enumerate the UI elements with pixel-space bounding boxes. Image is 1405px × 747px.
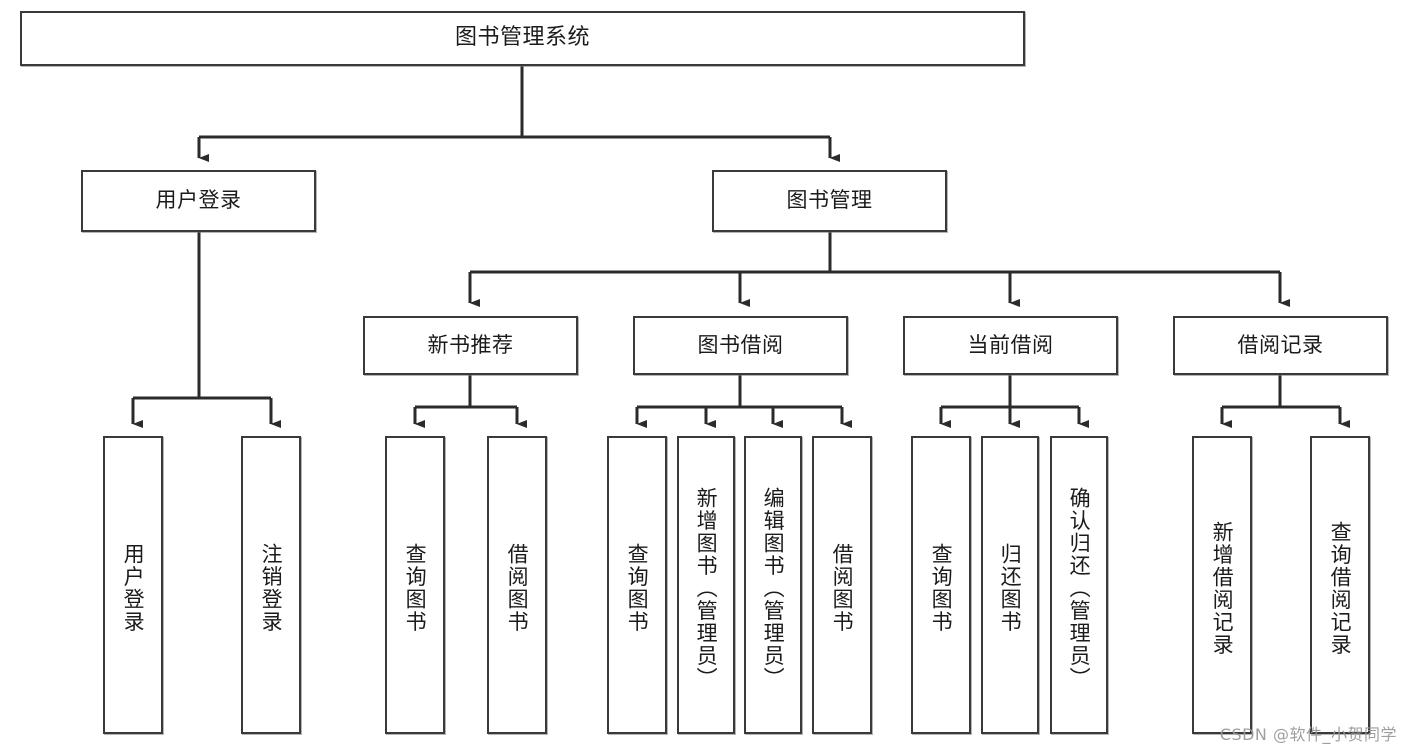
leaf-book-borrow-borrow-book[interactable]: 借阅图书	[812, 436, 872, 734]
node-user-login[interactable]: 用户登录	[81, 170, 316, 232]
leaf-new-book-borrow-book[interactable]: 借阅图书	[487, 436, 547, 734]
node-label: 用户登录	[155, 188, 242, 213]
node-label: 新书推荐	[427, 332, 514, 357]
node-label: 图书管理	[786, 188, 873, 213]
node-label: 查询图书	[929, 543, 954, 633]
leaf-new-book-query-book[interactable]: 查询图书	[385, 436, 445, 734]
node-root-book-management-system[interactable]: 图书管理系统	[20, 11, 1025, 66]
node-label: 确认归还（管理员）	[1067, 486, 1092, 690]
node-book-borrow[interactable]: 图书借阅	[633, 316, 848, 375]
leaf-book-borrow-query-book[interactable]: 查询图书	[607, 436, 667, 734]
leaf-user-login-login[interactable]: 用户登录	[103, 436, 163, 734]
node-new-book-recommend[interactable]: 新书推荐	[363, 316, 578, 375]
node-label: 借阅图书	[830, 543, 855, 633]
leaf-current-borrow-confirm-return-admin[interactable]: 确认归还（管理员）	[1050, 436, 1108, 734]
node-label: 编辑图书（管理员）	[761, 486, 786, 690]
leaf-current-borrow-return-book[interactable]: 归还图书	[981, 436, 1039, 734]
node-label: 新增图书（管理员）	[694, 486, 719, 690]
leaf-current-borrow-query-book[interactable]: 查询图书	[911, 436, 971, 734]
leaf-borrow-record-query-record[interactable]: 查询借阅记录	[1310, 436, 1370, 734]
node-label: 借阅记录	[1237, 332, 1324, 357]
watermark-text: CSDN @软件_小贺同学	[1219, 725, 1397, 744]
node-label: 查询图书	[403, 543, 428, 633]
leaf-user-login-logout[interactable]: 注销登录	[241, 436, 301, 734]
node-label: 注销登录	[259, 543, 284, 633]
node-label: 归还图书	[998, 543, 1023, 633]
node-label: 用户登录	[121, 543, 146, 633]
node-book-management[interactable]: 图书管理	[712, 170, 947, 232]
node-label: 图书管理系统	[454, 25, 590, 51]
node-current-borrow[interactable]: 当前借阅	[903, 316, 1118, 375]
node-label: 新增借阅记录	[1210, 520, 1235, 656]
node-label: 当前借阅	[967, 332, 1054, 357]
leaf-borrow-record-add-record[interactable]: 新增借阅记录	[1192, 436, 1252, 734]
node-label: 查询借阅记录	[1328, 520, 1353, 656]
node-label: 图书借阅	[697, 332, 784, 357]
node-label: 查询图书	[625, 543, 650, 633]
node-borrow-record[interactable]: 借阅记录	[1173, 316, 1388, 375]
leaf-book-borrow-edit-book-admin[interactable]: 编辑图书（管理员）	[744, 436, 802, 734]
leaf-book-borrow-add-book-admin[interactable]: 新增图书（管理员）	[677, 436, 735, 734]
node-label: 借阅图书	[505, 543, 530, 633]
